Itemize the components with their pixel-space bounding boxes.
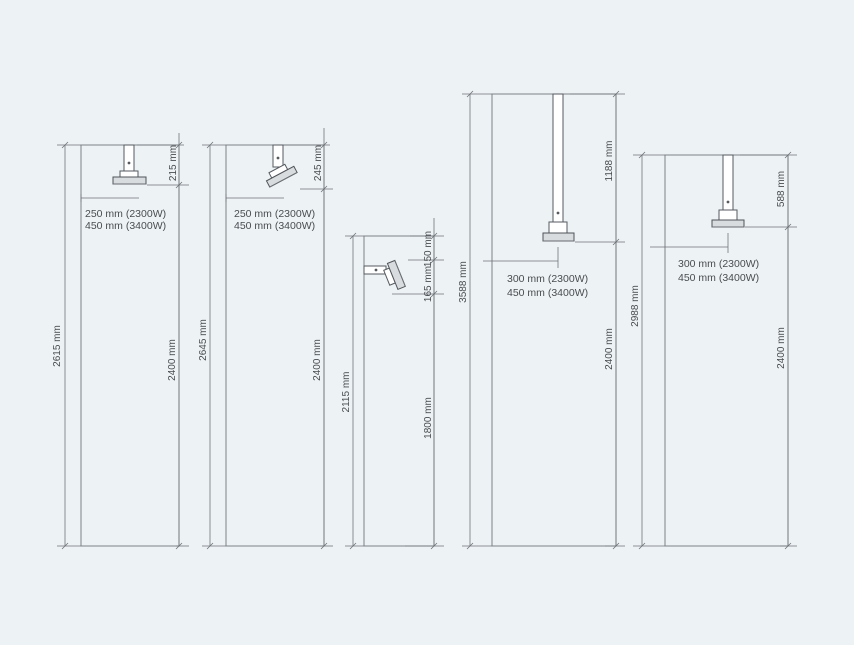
heater-3-top-offset: 150 mm [423, 231, 434, 267]
heater-2-total-dimension [202, 141, 226, 550]
heater-3-total-height: 2115 mm [341, 372, 352, 413]
heater-4-drop: 1188 mm [604, 141, 615, 182]
heater-2-drop: 245 mm [313, 145, 324, 181]
heater-3-total-dimension [345, 232, 364, 550]
heater-5-total-dimension [633, 151, 665, 550]
heater-5-clearance-dimension [650, 233, 729, 253]
heater-4-mount-dimension [605, 238, 625, 550]
heater-4-mount-height: 2400 mm [604, 328, 615, 370]
heater-4-clearance-3400w: 450 mm (3400W) [507, 287, 588, 299]
heater-3-bottom-offset: 165 mm [423, 266, 434, 302]
heater-1-drop-dimension [137, 133, 189, 186]
heater-1-clearance-2300w: 250 mm (2300W) [85, 208, 166, 220]
heater-2-total-height: 2645 mm [198, 319, 209, 361]
heater-3-mount-dimension [405, 218, 444, 550]
heater-2-ceiling-mount-tilted: 2645 mm 2400 mm 245 mm [198, 128, 333, 550]
heater-5-device-icon [711, 154, 745, 228]
heater-5-clearance-2300w: 300 mm (2300W) [678, 258, 759, 270]
heater-4-clearance-2300w: 300 mm (2300W) [507, 273, 588, 285]
heater-5-drop: 588 mm [776, 171, 787, 207]
heater-2-clearance-2300w: 250 mm (2300W) [234, 208, 315, 220]
heater-1-ceiling-mount: 2615 mm 2400 mm 215 mm [52, 133, 189, 550]
heater-4-total-dimension [462, 90, 492, 550]
heater-3-mount-height: 1800 mm [423, 397, 434, 439]
heater-3-offset-dimension [392, 232, 444, 298]
heater-4-drop-dimension [570, 90, 625, 243]
heater-2-clearance-dimension [225, 194, 284, 202]
heater-4-total-height: 3588 mm [458, 261, 469, 303]
heater-1-total-dimension [57, 141, 81, 550]
heater-2-clearance-3400w: 450 mm (3400W) [234, 220, 315, 232]
heater-3-device-icon [363, 259, 406, 291]
heater-4-long-pole-mount: 3588 mm 2400 mm 1188 mm 300 mm (2300W) [458, 90, 625, 550]
heater-1-device-icon [112, 144, 147, 185]
heater-2-mount-height: 2400 mm [312, 339, 323, 381]
heater-1-mount-height: 2400 mm [167, 339, 178, 381]
heater-1-wall-panel [80, 144, 180, 547]
heater-5-drop-dimension [740, 151, 797, 228]
heater-5-short-pole-mount: 2988 mm 2400 mm 588 mm 300 mm (2300W) 4 [630, 151, 797, 550]
heater-1-clearance-dimension [80, 194, 139, 202]
heater-2-drop-dimension [282, 128, 333, 190]
heater-5-clearance-3400w: 450 mm (3400W) [678, 272, 759, 284]
heater-1-clearance-3400w: 450 mm (3400W) [85, 220, 166, 232]
heater-4-device-icon [542, 93, 575, 242]
heater-3-wall-mount: 2115 mm 1800 mm 150 mm 165 mm [341, 218, 444, 550]
heater-2-device-icon [265, 144, 298, 188]
heater-5-total-height: 2988 mm [630, 285, 641, 327]
heater-5-mount-height: 2400 mm [776, 327, 787, 369]
heater-1-drop: 215 mm [168, 145, 179, 181]
heater-2-wall-panel [225, 144, 325, 547]
heater-1-total-height: 2615 mm [52, 325, 63, 367]
heater-4-clearance-dimension [483, 247, 559, 268]
